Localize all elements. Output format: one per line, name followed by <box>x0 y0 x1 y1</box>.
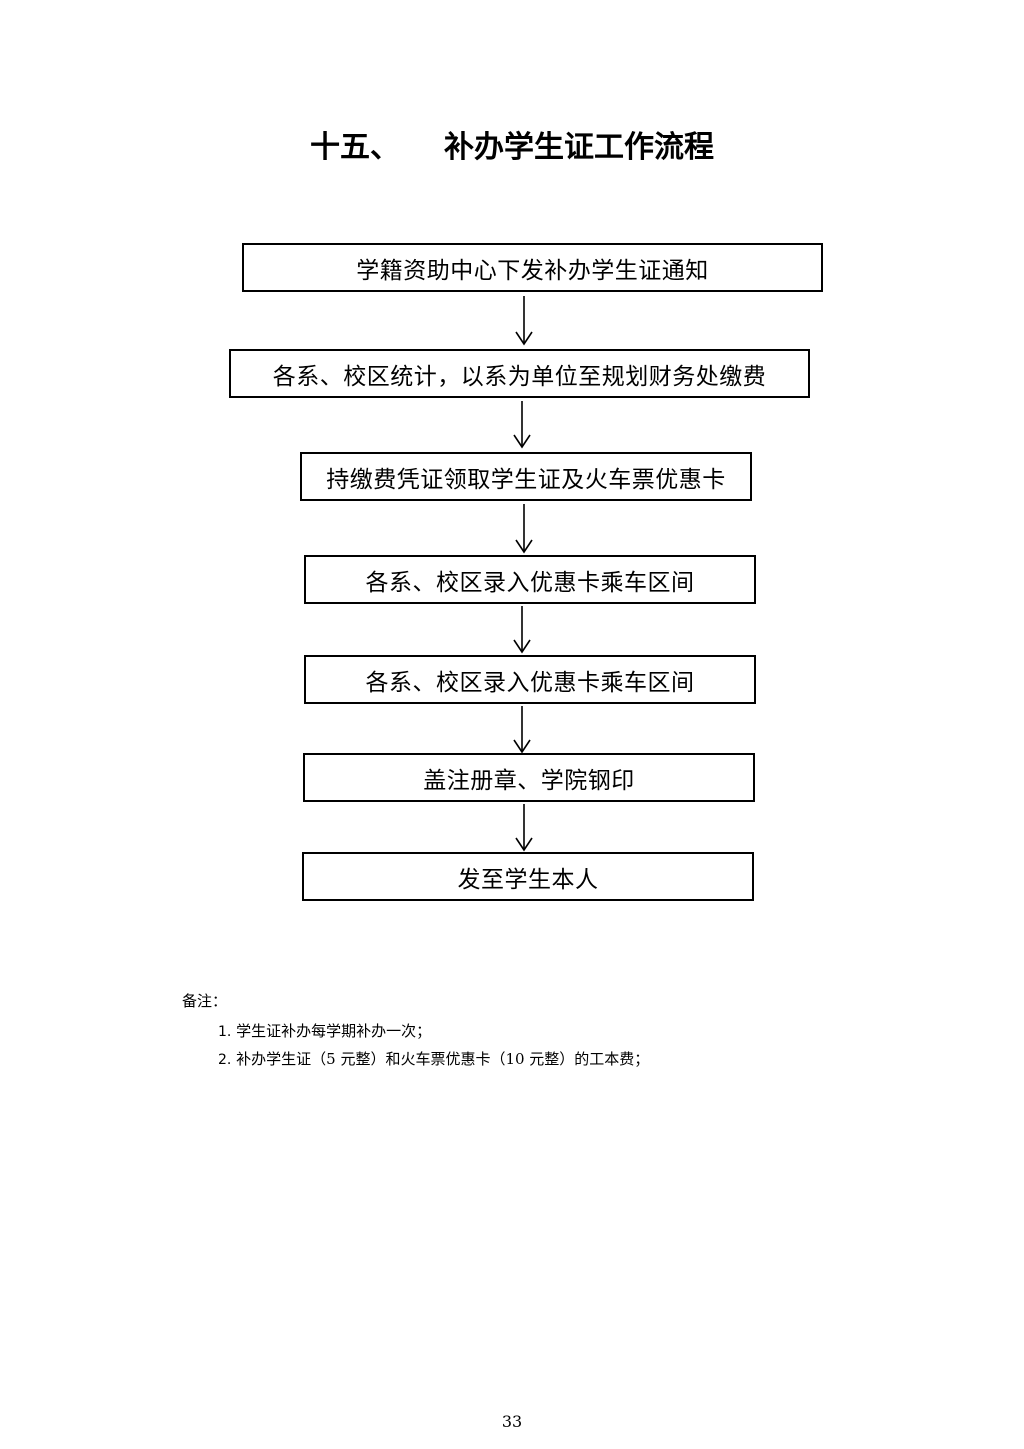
flow-arrow-6 <box>515 804 533 852</box>
flow-step-7-label: 发至学生本人 <box>457 866 599 893</box>
note-item-2-num: 2. <box>218 1052 232 1068</box>
flow-step-2-label: 各系、校区统计，以系为单位至规划财务处缴费 <box>272 363 767 390</box>
flow-step-2: 各系、校区统计，以系为单位至规划财务处缴费 <box>229 349 810 398</box>
note-item-1: 1. 学生证补办每学期补办一次； <box>218 1020 431 1043</box>
note-item-2: 2. 补办学生证（5 元整）和火车票优惠卡（10 元整）的工本费； <box>218 1048 649 1071</box>
flow-step-4: 各系、校区录入优惠卡乘车区间 <box>304 555 756 604</box>
title-text: 补办学生证工作流程 <box>444 130 714 165</box>
notes-label: 备注： <box>182 992 228 1010</box>
flow-arrow-2 <box>513 401 531 449</box>
flow-step-6: 盖注册章、学院钢印 <box>303 753 755 802</box>
note-item-1-text: 学生证补办每学期补办一次； <box>236 1022 432 1040</box>
flow-arrow-1 <box>515 296 533 346</box>
flow-step-4-label: 各系、校区录入优惠卡乘车区间 <box>365 569 695 596</box>
flow-step-5-label: 各系、校区录入优惠卡乘车区间 <box>365 669 695 696</box>
flow-step-6-label: 盖注册章、学院钢印 <box>423 767 635 794</box>
note-item-1-num: 1. <box>218 1024 232 1040</box>
flow-step-1-label: 学籍资助中心下发补办学生证通知 <box>356 257 709 284</box>
flow-step-7: 发至学生本人 <box>302 852 754 901</box>
flow-step-3: 持缴费凭证领取学生证及火车票优惠卡 <box>300 452 752 501</box>
page-number: 33 <box>501 1412 523 1431</box>
flow-step-1: 学籍资助中心下发补办学生证通知 <box>242 243 823 292</box>
title-number: 十五、 <box>310 130 400 165</box>
flow-step-5: 各系、校区录入优惠卡乘车区间 <box>304 655 756 704</box>
note-item-2-text: 补办学生证（5 元整）和火车票优惠卡（10 元整）的工本费； <box>236 1050 650 1068</box>
flow-arrow-5 <box>513 706 531 754</box>
flow-arrow-4 <box>513 606 531 654</box>
flow-arrow-3 <box>515 504 533 554</box>
page-title: 十五、 补办学生证工作流程 <box>0 126 1024 170</box>
flow-step-3-label: 持缴费凭证领取学生证及火车票优惠卡 <box>326 466 726 493</box>
